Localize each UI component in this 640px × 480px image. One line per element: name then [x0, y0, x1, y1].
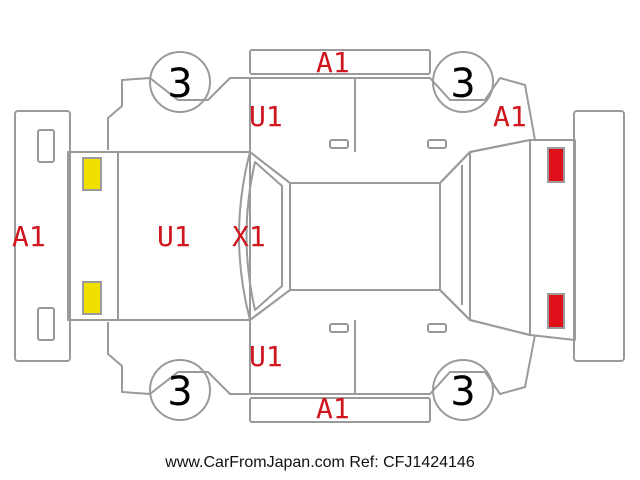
door-handle-top-rear	[427, 139, 447, 149]
side-bottom-doors	[250, 334, 536, 395]
rocker-bottom	[249, 397, 431, 423]
taillight-bottom	[547, 293, 565, 329]
damage-code-door-right-front: U1	[249, 340, 283, 373]
tailgate	[469, 139, 531, 336]
damage-code-windshield: X1	[232, 220, 266, 253]
roof	[289, 182, 441, 291]
damage-code-front-bumper: A1	[12, 220, 46, 253]
body-top-view	[67, 139, 576, 341]
tire-number: 3	[450, 369, 475, 415]
side-top	[107, 77, 251, 152]
tire-front-left	[149, 51, 211, 113]
front-bumper-lamp-top	[37, 129, 55, 163]
damage-code-right-rear-quarter: A1	[493, 100, 527, 133]
front-bumper	[14, 110, 71, 362]
door-handle-bottom-rear	[427, 323, 447, 333]
side-top-doors	[250, 77, 536, 141]
tire-number: 3	[167, 369, 192, 415]
rocker-top	[249, 49, 431, 75]
damage-code-hood: U1	[157, 220, 191, 253]
damage-code-door-left-front: U1	[249, 100, 283, 133]
windshield	[238, 151, 291, 321]
damage-code-rocker-bottom: A1	[316, 392, 350, 425]
door-handle-top-front	[329, 139, 349, 149]
damage-code-roof-top: A1	[316, 46, 350, 79]
door-handle-bottom-front	[329, 323, 349, 333]
headlight-bottom	[82, 281, 102, 315]
footer-reference: www.CarFromJapan.com Ref: CFJ1424146	[165, 454, 475, 471]
front-bumper-lamp-bottom	[37, 307, 55, 341]
rear-window	[439, 151, 471, 321]
tire-number: 3	[450, 61, 475, 107]
tire-rear-left	[432, 51, 494, 113]
tire-number: 3	[167, 61, 192, 107]
tire-front-right	[149, 359, 211, 421]
tire-rear-right	[432, 359, 494, 421]
hood	[117, 151, 251, 321]
side-bottom	[107, 320, 251, 395]
taillight-top	[547, 147, 565, 183]
rear-bumper	[573, 110, 625, 362]
headlight-top	[82, 157, 102, 191]
